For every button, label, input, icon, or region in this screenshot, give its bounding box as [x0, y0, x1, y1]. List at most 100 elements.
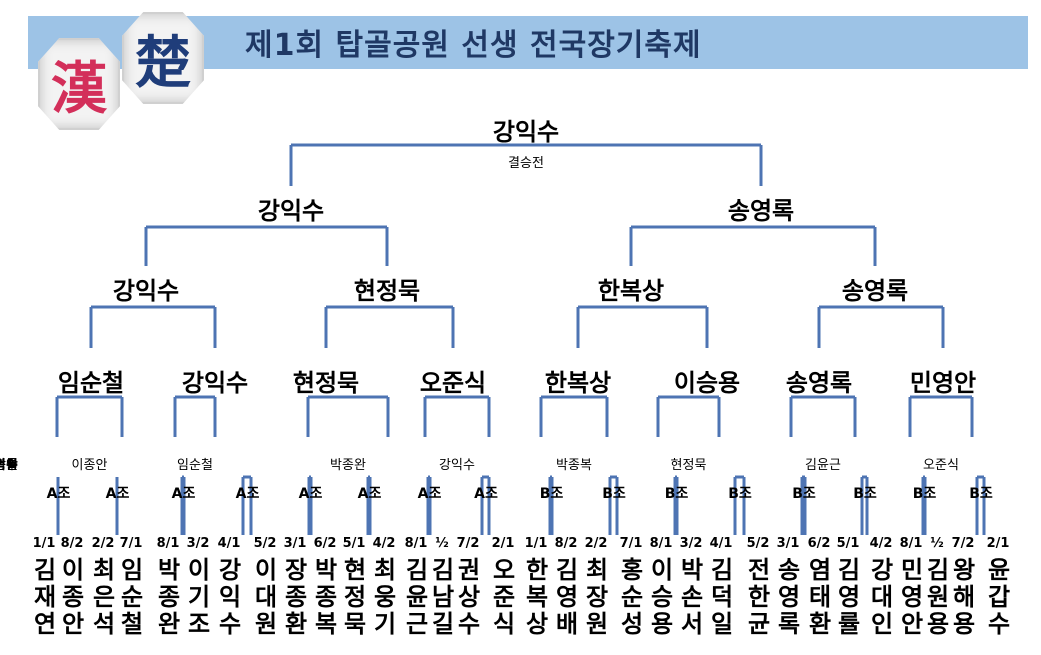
seed-label: 1/1 [524, 536, 548, 551]
player-name: 최웅기 [373, 556, 397, 638]
player-name: 박손서 [680, 556, 704, 638]
group-box: B조 [912, 486, 937, 502]
champion-name: 강익수 [492, 118, 560, 146]
seed-label: 8/1 [649, 536, 673, 551]
quarterfinal-name: 한복상 [597, 277, 665, 305]
player-name: 박종복 [314, 556, 338, 638]
group-box: A조 [474, 486, 498, 502]
seed-label: 2/1 [986, 536, 1010, 551]
seed-label: 2/2 [91, 536, 115, 551]
han-piece-char: 漢 [51, 55, 107, 122]
seed-label: 7/1 [119, 536, 143, 551]
final-label: 결승전 [508, 156, 544, 171]
seed-label: 5/2 [746, 536, 770, 551]
group-box: A조 [105, 486, 130, 502]
seed-label: 4/1 [709, 536, 733, 551]
group-box: B조 [539, 486, 564, 502]
group-box: B조 [792, 486, 816, 502]
r32-name: 오준식 [923, 458, 959, 473]
seed-label: 3/2 [679, 536, 703, 551]
semifinal-name: 송영록 [727, 197, 795, 225]
player-name: 권상수 [457, 556, 481, 638]
r32-name: 이승용 [0, 458, 18, 473]
seed-label: 4/2 [869, 536, 893, 551]
seed-label: 8/2 [60, 536, 84, 551]
player-name: 김영률 [837, 556, 861, 638]
r32-name: 임순철 [177, 458, 213, 473]
group-box: A조 [46, 486, 71, 502]
quarterfinal-name: 강익수 [112, 277, 180, 305]
cho-piece-icon: 楚 [122, 12, 204, 104]
player-name: 민영안 [900, 556, 924, 638]
player-name: 김재연 [33, 556, 57, 638]
r32-name: 이종안 [71, 458, 108, 473]
r32-name: 윤갑수 [0, 458, 18, 473]
r32-name: 박종완 [330, 458, 366, 473]
group-box: A조 [417, 486, 442, 502]
r16-name: 민영안 [909, 369, 977, 397]
player-name: 이기조 [187, 556, 211, 638]
seed-label: 2/2 [584, 536, 608, 551]
group-box: B조 [853, 486, 877, 502]
r16-name: 현정묵 [292, 369, 360, 397]
player-name: 최장원 [585, 556, 609, 638]
r32-name: 최장원 [0, 458, 18, 473]
seed-label: 6/2 [313, 536, 337, 551]
group-box: B조 [602, 486, 626, 502]
seed-label: 3/1 [283, 536, 307, 551]
player-name: 최은석 [92, 556, 116, 638]
group-box: B조 [664, 486, 689, 502]
player-name: 왕해용 [952, 556, 976, 638]
r16-name: 한복상 [544, 369, 612, 397]
player-name: 오준식 [492, 556, 516, 638]
seed-label: 7/2 [456, 536, 480, 551]
seed-label: 4/1 [217, 536, 241, 551]
r32-name: 김영률 [0, 458, 18, 473]
player-name: 임순철 [120, 556, 144, 638]
seed-label: ½ [435, 536, 449, 551]
group-box: A조 [357, 486, 382, 502]
seed-label: 8/2 [554, 536, 578, 551]
seed-label: 3/2 [186, 536, 210, 551]
r16-name: 송영록 [785, 369, 853, 397]
seed-label: 6/2 [807, 536, 831, 551]
group-box: A조 [171, 486, 196, 502]
group-box: A조 [298, 486, 323, 502]
r16-name: 이승용 [673, 369, 741, 397]
player-name: 박종완 [157, 556, 181, 638]
r32-name: 김윤근 [805, 458, 841, 473]
han-piece-icon: 漢 [38, 38, 120, 130]
seed-label: 3/1 [776, 536, 800, 551]
group-box: B조 [728, 486, 752, 502]
player-name: 이승용 [650, 556, 674, 638]
seed-label: 7/2 [951, 536, 975, 551]
player-name: 김영배 [555, 556, 579, 638]
cho-piece-char: 楚 [135, 29, 191, 96]
seed-label: 5/1 [342, 536, 366, 551]
seed-label: 8/1 [899, 536, 923, 551]
player-name: 홍순성 [620, 556, 644, 638]
quarterfinal-name: 송영록 [841, 277, 909, 305]
r32-name: 현정묵 [670, 458, 707, 473]
seed-label: ½ [930, 536, 944, 551]
player-name: 염태환 [808, 556, 832, 638]
r32-name: 민영안 [0, 458, 18, 473]
quarterfinal-name: 현정묵 [353, 277, 421, 305]
player-name: 강대인 [870, 556, 894, 638]
r32-name: 한복상 [0, 458, 18, 473]
player-name: 김원용 [926, 556, 950, 638]
seed-label: 1/1 [32, 536, 56, 551]
group-box: B조 [969, 486, 993, 502]
seed-label: 7/1 [619, 536, 643, 551]
player-name: 강익수 [218, 556, 242, 638]
page-title: 제1회 탑골공원 선생 전국장기축제 [245, 28, 702, 63]
player-name: 김윤근 [405, 556, 429, 638]
seed-label: 5/2 [253, 536, 277, 551]
player-name: 윤갑수 [987, 556, 1011, 638]
r16-name: 임순철 [57, 369, 125, 397]
player-name: 장종환 [284, 556, 308, 638]
player-name: 현정묵 [343, 556, 367, 638]
r32-name: 강익수 [439, 458, 475, 473]
seed-label: 4/2 [372, 536, 396, 551]
